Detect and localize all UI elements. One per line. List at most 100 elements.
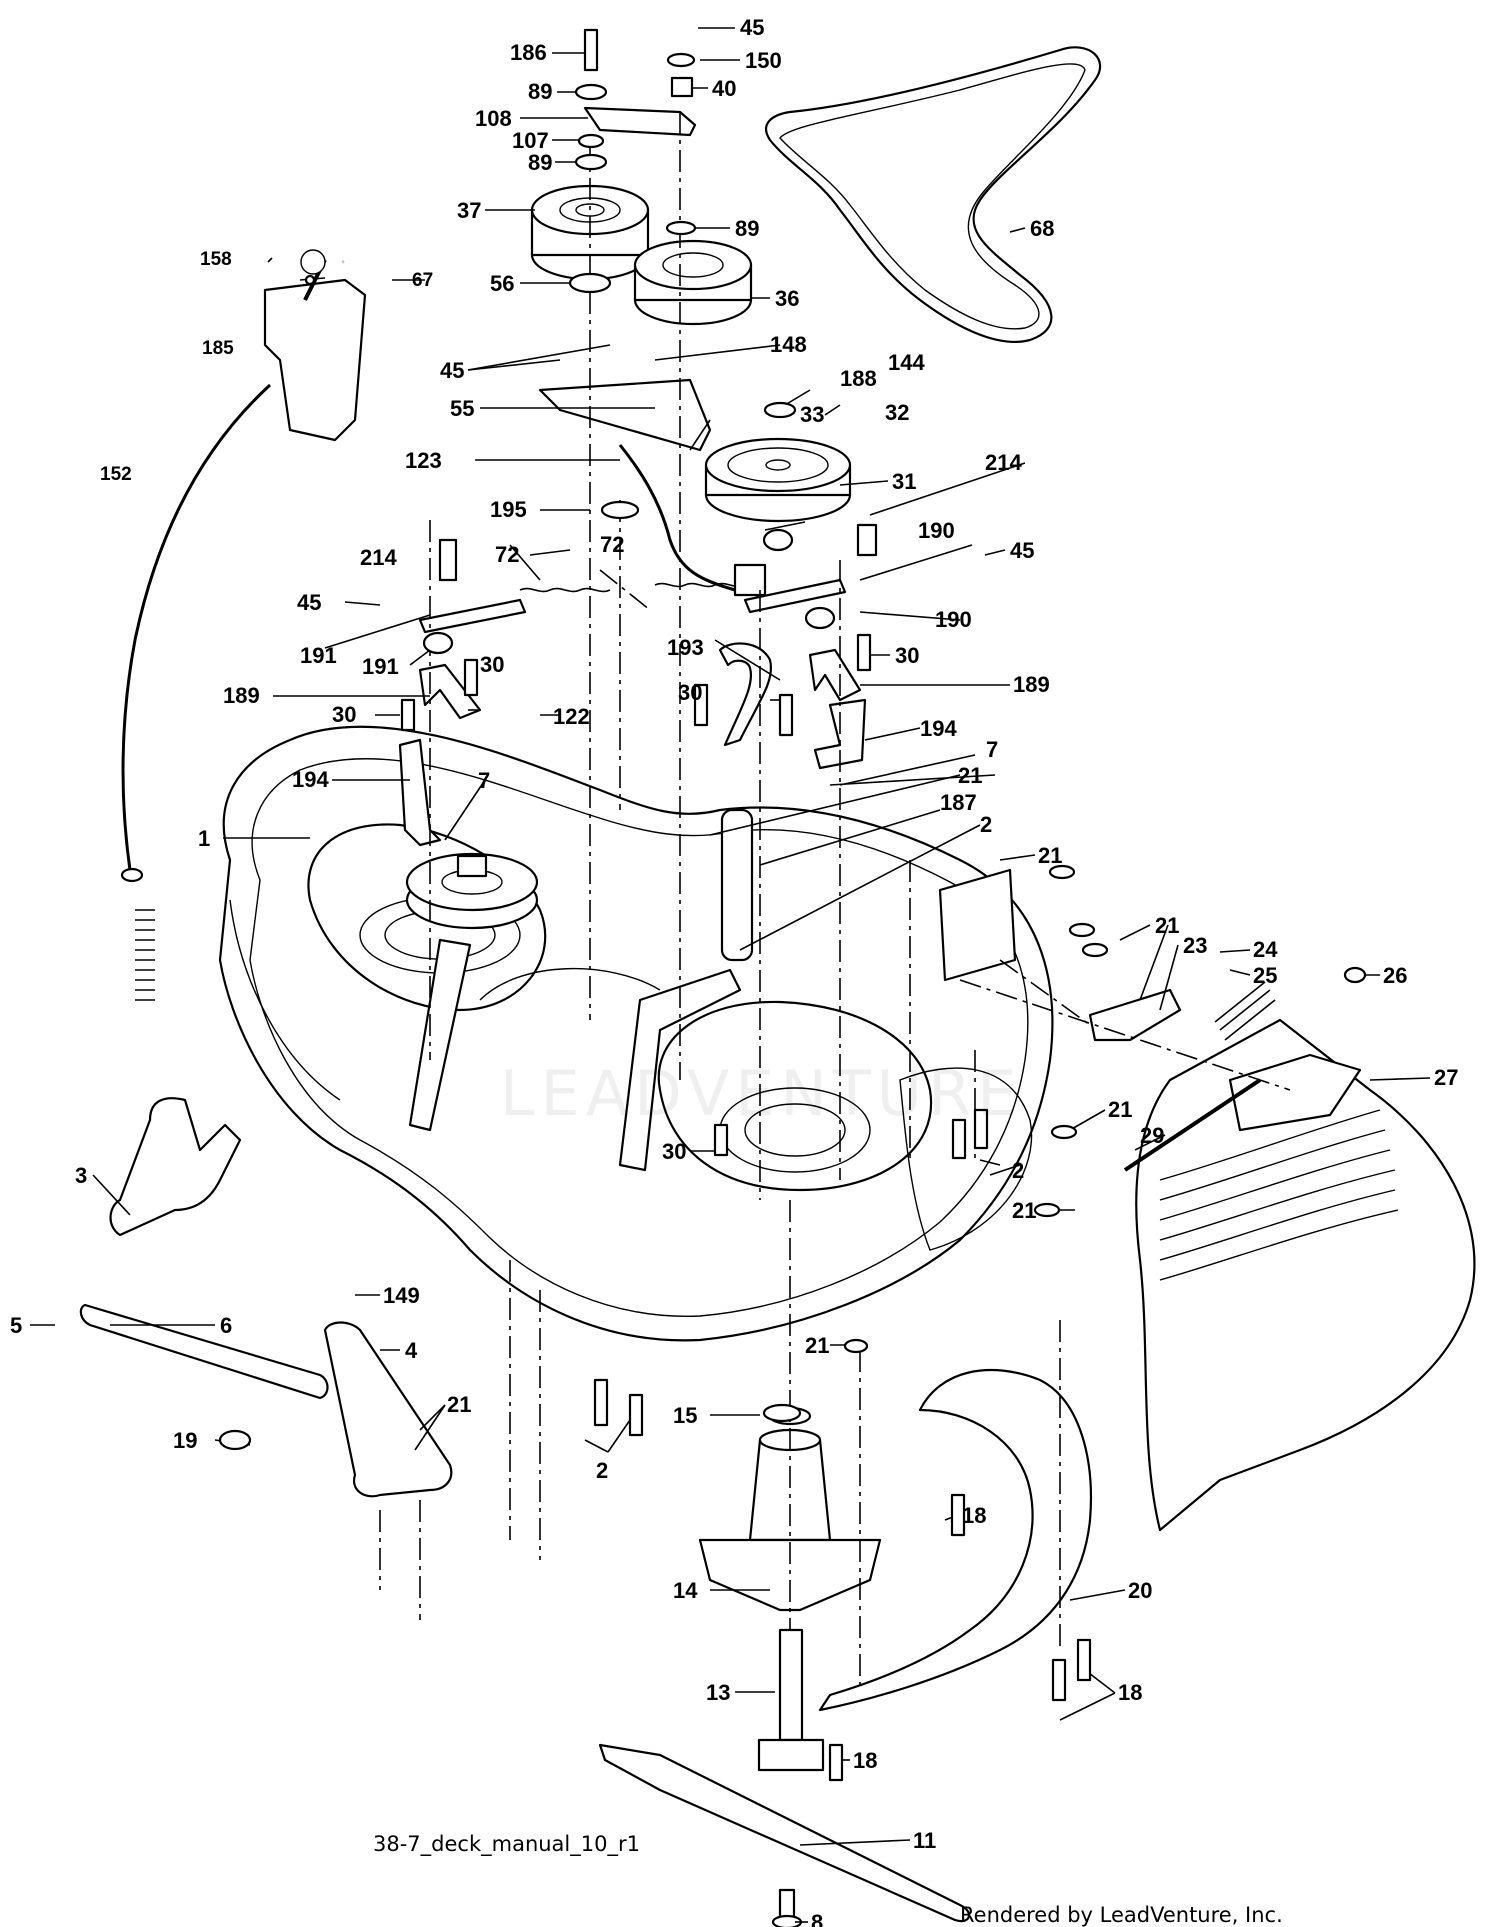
callout-label: 191	[362, 654, 399, 679]
hanger-bracket-3	[109, 1097, 242, 1237]
discharge-chute	[1135, 1018, 1476, 1532]
callout-label: 21	[447, 1392, 471, 1417]
callout-label: 7	[986, 737, 998, 762]
idler-arm-right	[743, 578, 847, 614]
callout-label: 194	[292, 767, 329, 792]
idler-pulley-36	[633, 239, 753, 326]
callout-label: 21	[1108, 1097, 1132, 1122]
callout-label: 148	[770, 332, 807, 357]
callout-label: 45	[297, 590, 321, 615]
callout-label: 189	[1013, 672, 1050, 697]
callout-label: 214	[985, 450, 1022, 475]
callout-label: 123	[405, 448, 442, 473]
callout-label: 2	[596, 1458, 608, 1483]
callout-label: 30	[480, 652, 504, 677]
callout-label: 30	[662, 1139, 686, 1164]
callout-label: 190	[918, 518, 955, 543]
callout-label: 108	[475, 106, 512, 131]
idler-bracket	[538, 378, 712, 452]
chute-hinge	[1228, 1053, 1362, 1132]
callout-label: 25	[1253, 963, 1277, 988]
callout-label: 144	[888, 350, 925, 375]
diagram-caption: 38-7_deck_manual_10_r1	[373, 1832, 640, 1857]
callout-label: 89	[528, 150, 552, 175]
callout-label: 89	[735, 216, 759, 241]
callout-label: 18	[962, 1503, 986, 1528]
blade-bolt	[771, 1888, 803, 1927]
callout-label: 149	[383, 1283, 420, 1308]
callout-label: 189	[223, 683, 260, 708]
callout-label: 2	[1012, 1158, 1024, 1183]
callout-label: 186	[510, 40, 547, 65]
callout-label: 26	[1383, 963, 1407, 988]
callout-label: 45	[1010, 538, 1034, 563]
callout-label: 20	[1128, 1578, 1152, 1603]
assembly-guide-lines	[379, 112, 1291, 1690]
callout-label: 5	[10, 1313, 22, 1338]
callout-label: 190	[935, 607, 972, 632]
callout-label: 18	[853, 1748, 877, 1773]
cable-end-spring	[120, 867, 155, 1001]
callout-label: 4	[405, 1338, 418, 1363]
callout-label: 45	[740, 15, 764, 40]
control-cable	[121, 383, 272, 871]
callout-label: 185	[202, 338, 234, 359]
callout-label: 68	[1030, 216, 1054, 241]
callout-label: 55	[450, 396, 474, 421]
callout-label: 21	[1155, 913, 1179, 938]
callout-label: 14	[673, 1578, 698, 1603]
callout-label: 193	[667, 635, 704, 660]
spring-right	[654, 582, 746, 588]
spindle-shaft	[757, 1628, 825, 1772]
callout-label: 89	[528, 79, 552, 104]
callout-label: 24	[1253, 937, 1278, 962]
bracket-23	[1088, 988, 1182, 1042]
deck-pulley	[405, 852, 539, 930]
watermark: LEADVENTURE	[500, 1057, 1022, 1130]
u-bolt-187	[720, 808, 754, 962]
callout-label: 8	[811, 1910, 823, 1927]
mower-blade	[598, 1743, 971, 1923]
chute-rod-29	[1123, 1078, 1262, 1172]
callout-label: 158	[200, 249, 232, 270]
callout-label: 19	[173, 1428, 197, 1453]
callout-label: 72	[495, 542, 519, 567]
callout-label: 15	[673, 1403, 697, 1428]
belt-shield	[818, 1368, 1092, 1712]
callout-label: 13	[706, 1680, 730, 1705]
callout-label: 21	[1038, 843, 1062, 868]
spindle-assembly	[698, 1406, 882, 1612]
callout-label: 7	[478, 768, 490, 793]
callout-label: 3	[75, 1163, 87, 1188]
callout-label: 21	[805, 1333, 829, 1358]
link-arm-6	[79, 1303, 329, 1400]
callout-label: 122	[553, 704, 590, 729]
idler-arm-left	[418, 598, 527, 634]
bracket-194-left	[398, 738, 442, 847]
callout-label: 152	[100, 464, 132, 485]
callout-label: 33	[800, 402, 824, 427]
deck-baffle	[408, 938, 472, 1132]
callout-label: 188	[840, 366, 877, 391]
callout-labels: 186 45 150 89 40 108 107 89 37 89 68 158…	[10, 15, 1458, 1927]
callout-label: 30	[332, 702, 356, 727]
callout-label: 36	[775, 286, 799, 311]
callout-label: 27	[1434, 1065, 1458, 1090]
spring-left	[519, 587, 611, 593]
callout-label: 214	[360, 545, 397, 570]
lever-housing	[263, 278, 367, 442]
chute-spring-25	[1214, 981, 1276, 1041]
callout-label: 191	[300, 643, 337, 668]
callout-label: 30	[895, 643, 919, 668]
callout-label: 23	[1183, 933, 1207, 958]
bracket-4	[323, 1321, 453, 1498]
bracket-189-right	[808, 648, 862, 702]
bracket-189-left	[418, 663, 482, 720]
belt-guide-bracket	[618, 968, 742, 1172]
v-pulley-32	[704, 437, 852, 523]
callout-label: 107	[512, 128, 549, 153]
callout-label: 30	[678, 680, 702, 705]
callout-leaders	[30, 27, 1431, 1923]
callout-label: 11	[913, 1828, 936, 1853]
